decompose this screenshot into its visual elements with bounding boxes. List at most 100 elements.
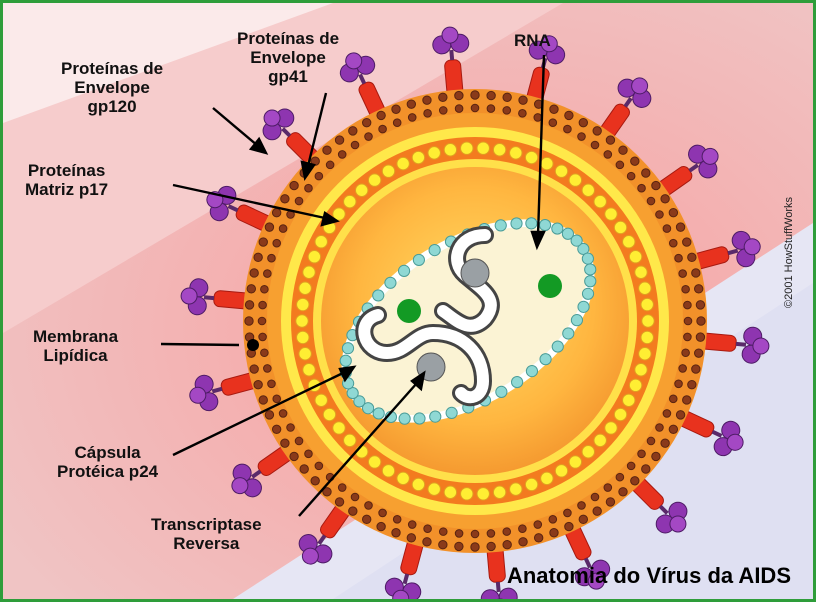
membrane-dot <box>376 110 386 121</box>
matrix-dot <box>332 421 346 435</box>
membrane-dot <box>246 284 257 294</box>
membrane-dot <box>502 527 512 536</box>
matrix-dot <box>396 156 410 171</box>
membrane-dot <box>486 90 496 101</box>
membrane-dot <box>651 451 661 462</box>
membrane-dot <box>278 409 288 418</box>
matrix-dot <box>296 330 310 345</box>
membrane-dot <box>578 117 589 128</box>
matrix-dot <box>302 265 316 279</box>
spike-stem <box>227 204 239 213</box>
spike-stem <box>711 429 723 438</box>
membrane-dot <box>391 104 401 114</box>
membrane-dot <box>406 99 417 109</box>
matrix-dot <box>641 314 655 328</box>
membrane-dot <box>422 95 432 105</box>
capsid-dot <box>581 287 595 300</box>
membrane-dot <box>391 528 401 538</box>
matrix-dot <box>411 150 426 165</box>
matrix-dot <box>568 173 583 187</box>
membrane-dot <box>502 539 512 550</box>
membrane-dot <box>253 379 263 390</box>
membrane-dot <box>350 140 360 150</box>
gp120-knob <box>669 515 687 533</box>
membrane-outer-dots <box>244 90 706 552</box>
membrane-dot <box>304 449 313 459</box>
matrix-dot <box>638 281 652 295</box>
membrane-dot <box>615 472 625 482</box>
capsid-dot <box>577 300 590 313</box>
membrane-dot <box>691 268 701 278</box>
membrane-dot <box>518 109 527 118</box>
matrix-dot <box>460 141 474 155</box>
capsid-dot <box>397 264 411 277</box>
membrane-dot <box>682 237 692 247</box>
membrane-dot <box>518 95 528 105</box>
matrix-dot <box>298 281 312 295</box>
matrix-dot <box>460 487 474 501</box>
membrane-dot <box>438 92 448 103</box>
matrix-dot <box>540 471 554 486</box>
membrane-dot <box>486 541 496 552</box>
matrix-dot <box>322 407 337 422</box>
membrane-dot <box>244 316 254 326</box>
capsid-dot <box>570 314 584 327</box>
membrane-dot <box>660 194 670 204</box>
membrane-dot <box>564 110 574 121</box>
copyright-text: ©2001 HowStuffWorks <box>783 196 795 308</box>
matrix-dot <box>492 485 507 499</box>
membrane-dot <box>646 196 656 206</box>
spike-stem <box>727 248 739 256</box>
membrane-dot <box>605 135 616 145</box>
membrane-dot <box>486 529 496 538</box>
membrane-dot <box>314 171 324 181</box>
gp120-knob <box>655 514 675 534</box>
matrix-dot <box>296 297 310 312</box>
matrix-dot <box>343 433 357 448</box>
gp120-knob <box>752 337 770 355</box>
membrane-dot <box>392 514 402 524</box>
spike-stem <box>495 581 501 593</box>
membrane-dot <box>683 300 692 310</box>
membrane-dot <box>249 364 259 374</box>
membrane-dot <box>668 238 678 248</box>
gp120-knob <box>491 598 509 599</box>
membrane-dot <box>258 332 267 342</box>
gp120-knob <box>631 77 649 95</box>
membrane-dot <box>272 238 282 248</box>
capsid-dot <box>398 412 411 425</box>
membrane-dot <box>683 316 693 326</box>
membrane-dot <box>348 506 358 516</box>
membrane-dot <box>438 527 448 536</box>
membrane-dot <box>687 379 697 390</box>
membrane-dot <box>693 348 704 358</box>
membrane-dot <box>470 90 480 100</box>
membrane-dot <box>668 424 679 435</box>
membrane-dot <box>533 533 544 543</box>
membrane-dot <box>681 284 690 294</box>
membrane-dot <box>376 521 386 532</box>
capsid-dot <box>525 217 538 230</box>
membrane-dot <box>564 521 574 532</box>
membrane-dot <box>310 476 320 486</box>
gp120-knob <box>701 147 719 165</box>
gp120-knob <box>231 477 249 495</box>
matrix-dot <box>554 464 569 478</box>
envelope-spike <box>206 185 280 235</box>
membrane-dot <box>470 542 480 552</box>
membrane-dot <box>278 224 288 233</box>
membrane-dot <box>662 409 672 418</box>
membrane-dot <box>264 222 275 232</box>
membrane-dot <box>549 528 559 538</box>
capsid-dot <box>361 402 375 415</box>
matrix-dot <box>622 235 636 249</box>
capsid-dot <box>428 243 441 257</box>
label-gp120: Proteínas de Envelope gp120 <box>61 59 164 116</box>
membrane-inner-dots <box>257 103 693 539</box>
membrane-dot <box>683 332 692 342</box>
capsid-dot <box>584 275 597 288</box>
membrane-dot <box>563 508 572 518</box>
matrix-dot <box>332 207 346 221</box>
membrane-dot <box>605 497 616 507</box>
membrane-dot <box>422 537 432 547</box>
